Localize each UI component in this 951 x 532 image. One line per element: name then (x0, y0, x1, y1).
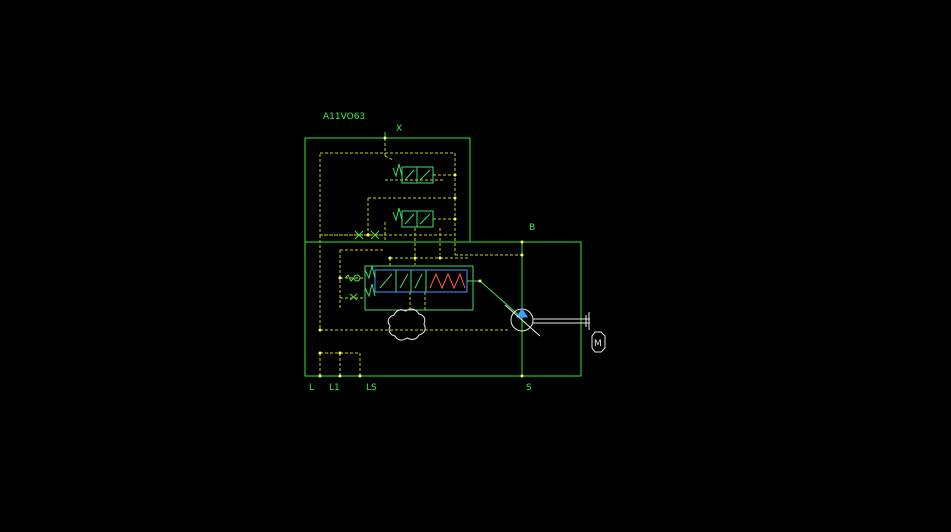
junction-nodes (318, 136, 524, 378)
pilot-lines-lower (319, 234, 510, 376)
check-valve-symbol (344, 274, 361, 282)
motor-icon: M (591, 331, 606, 353)
pressure-valve-2 (392, 207, 434, 228)
port-l-label: L (309, 383, 314, 393)
pilot-lines-upper (319, 138, 522, 265)
motor-label: M (594, 339, 602, 349)
port-s-label: S (526, 383, 532, 393)
port-b-label: B (529, 223, 535, 233)
port-x-label: X (396, 124, 402, 134)
control-valve (364, 265, 523, 319)
model-label: A11VO63 (323, 112, 365, 122)
pilot-pump-blob (387, 308, 426, 341)
port-l1-label: L1 (329, 383, 340, 393)
main-pump (504, 242, 590, 376)
port-ls-label: LS (366, 383, 377, 393)
pressure-valve-1 (392, 163, 434, 184)
housing-outline (304, 132, 582, 377)
